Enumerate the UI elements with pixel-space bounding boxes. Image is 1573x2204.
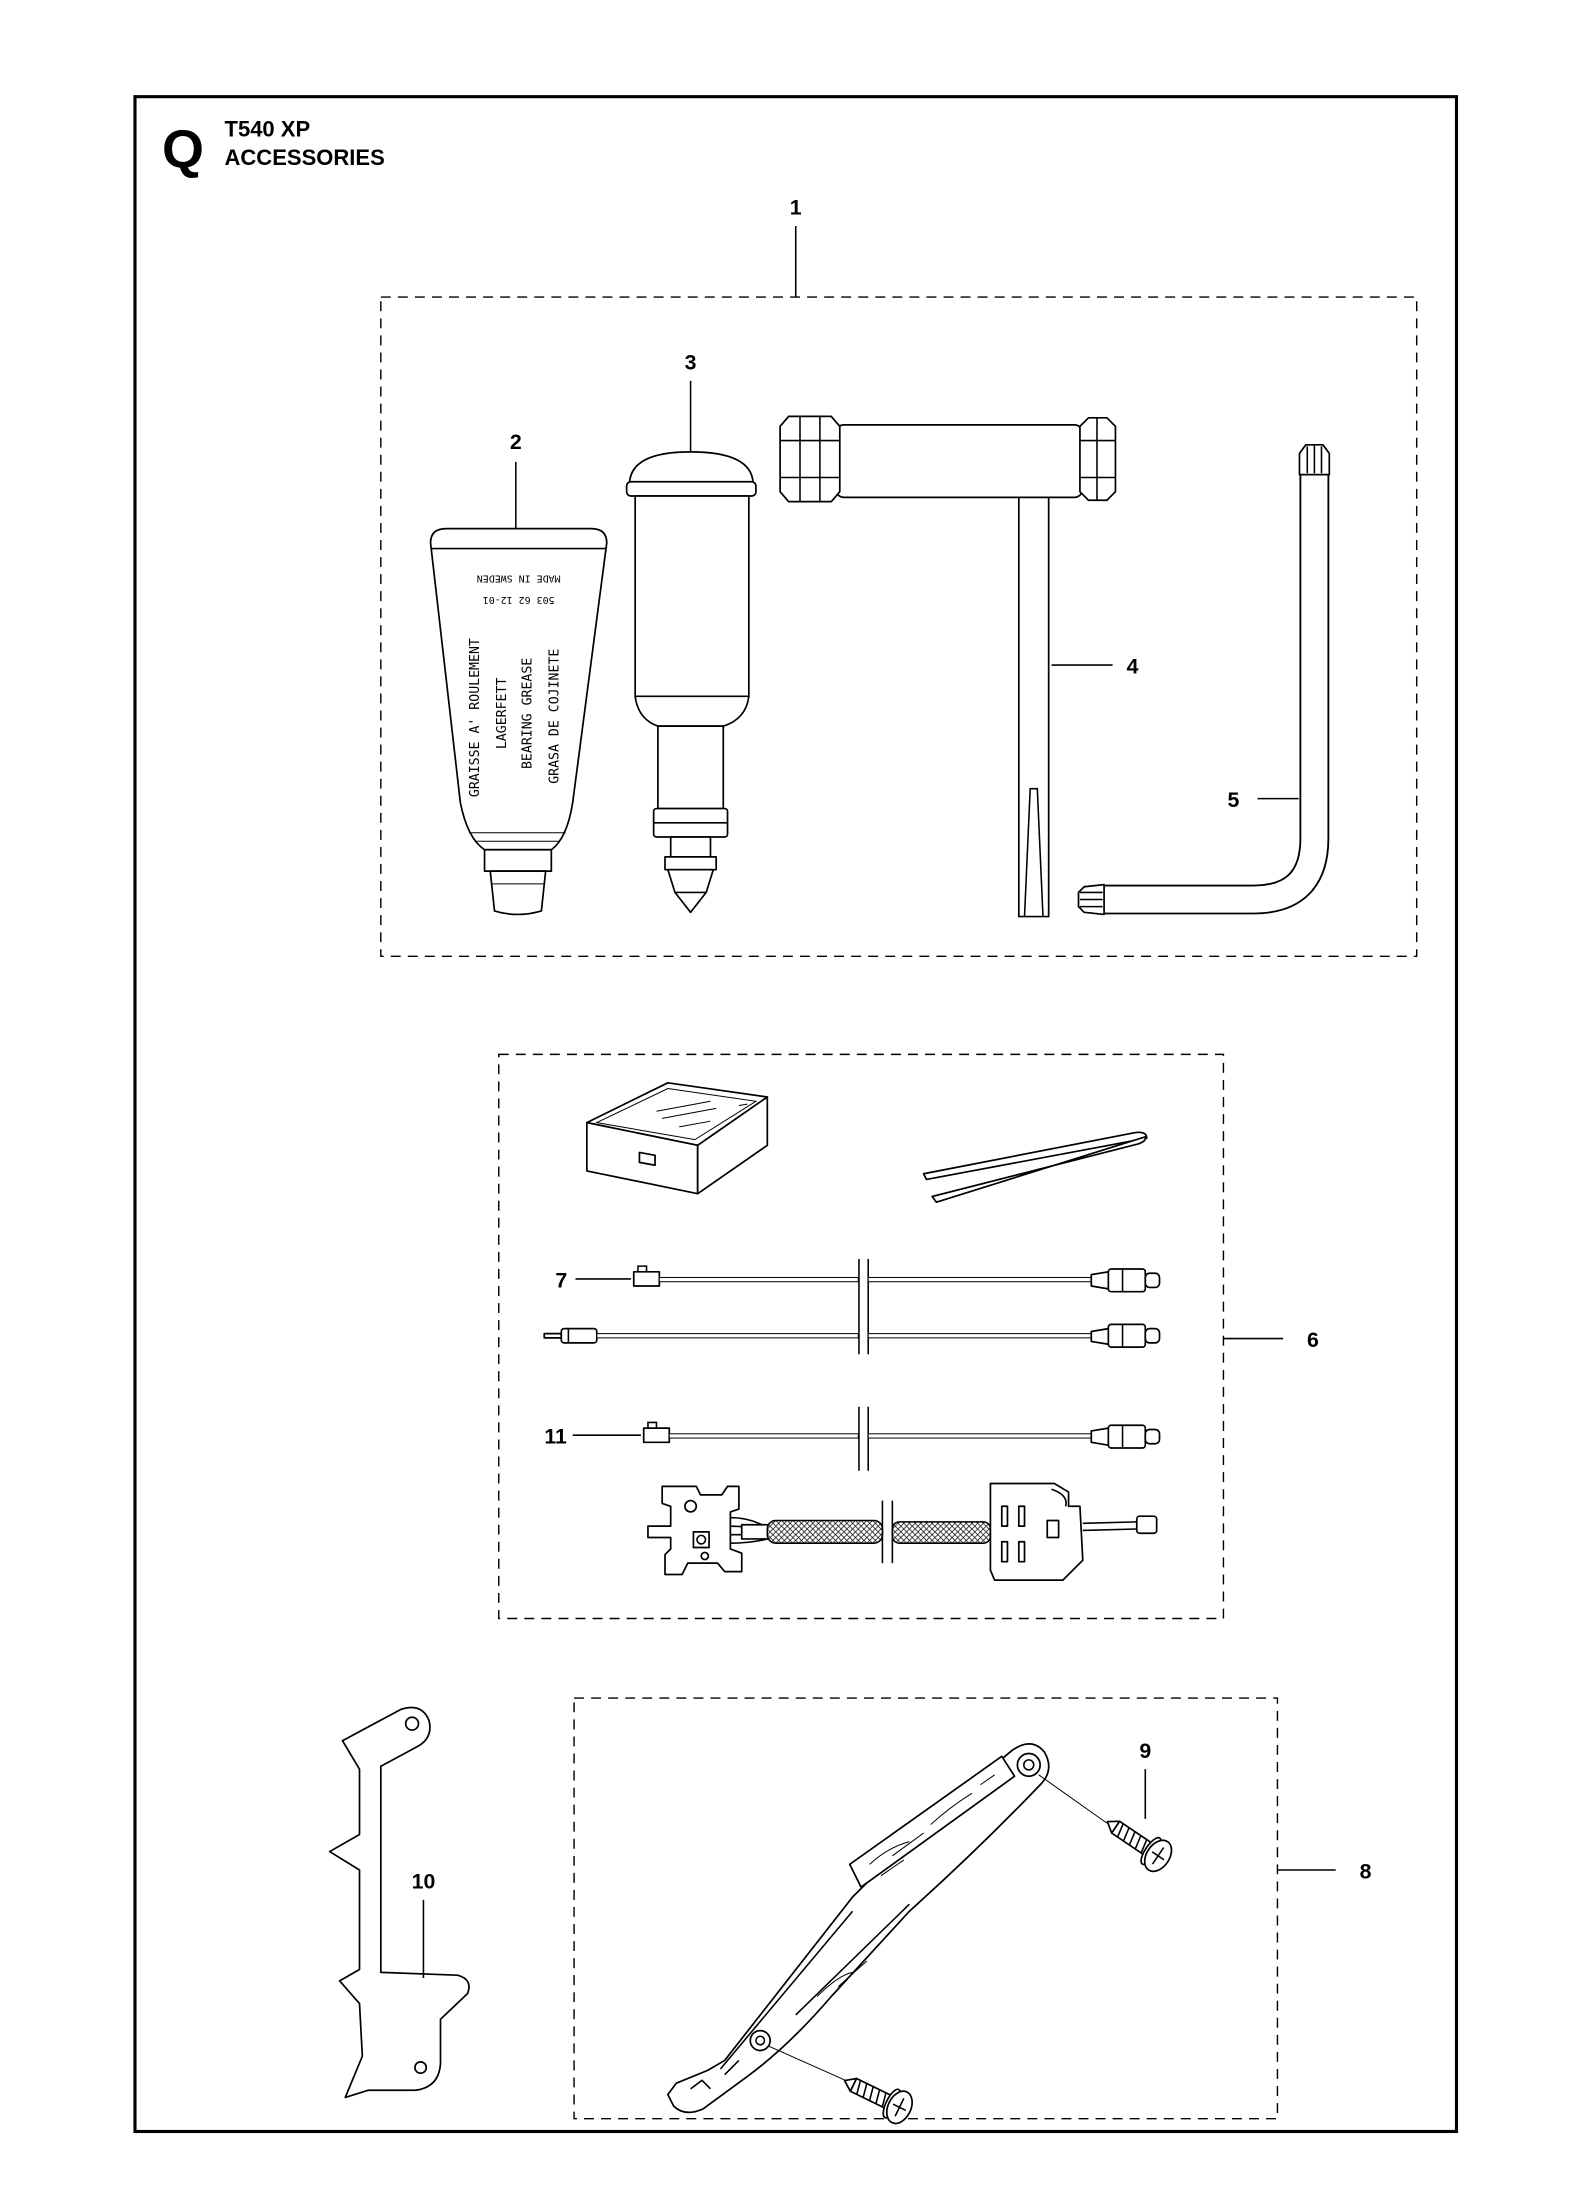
callout-8: 8 [1360,1860,1372,1884]
tube-body [429,527,608,851]
callout-4: 4 [1127,655,1139,679]
break-mark [858,1406,869,1471]
kit-1: 1 2 MADE IN SWEDEN 503 62 12-01 GRAISSE … [380,196,1418,958]
tube-part-number: 503 62 12-01 [483,594,555,605]
guard-hole-lower [749,2029,772,2052]
kit-6: 6 7 [498,1053,1319,1620]
cable-11: 11 [544,1421,1161,1449]
tube-origin-text: MADE IN SWEDEN [477,573,561,584]
grease-gun-barrel [634,495,750,698]
model-name: T540 XP [225,116,311,141]
screw [1106,1820,1173,1873]
wrench-handle [834,424,1084,499]
bumper-spike [328,1706,470,2099]
cable-7-rca-connector [1107,1268,1147,1293]
kit-1-boundary [380,296,1418,958]
tube-label-line: LAGERFETT [495,678,510,750]
kit-8-boundary [573,1697,1279,2120]
spike-mount-hole [404,1716,420,1731]
section-letter: Q [162,120,204,180]
harness-plug [1135,1515,1158,1535]
page-frame [133,95,1459,2134]
spike-mount-hole [414,2061,428,2075]
screw [843,2077,913,2125]
cable-11-rca-connector [1107,1424,1147,1449]
callout-9: 9 [1139,1739,1151,1763]
bar-guard [666,1743,1050,2114]
tube-label-line: GRASA DE COJINETE [547,649,562,784]
callout-11: 11 [544,1425,567,1449]
callout-2: 2 [510,430,522,454]
guard-flange [848,1755,1016,1888]
break-mark [858,1259,869,1355]
grease-gun [625,451,757,914]
diagnostic-module-case [586,1081,769,1195]
guard-hole-upper [1016,1752,1041,1778]
tweezers [922,1131,1148,1204]
bearing-grease-tube: MADE IN SWEDEN 503 62 12-01 GRAISSE A' R… [429,527,608,916]
torx-key [1077,443,1331,916]
sensor-harness [647,1482,1158,1582]
callout-7: 7 [555,1268,567,1292]
combination-wrench [779,415,1117,918]
callout-3: 3 [685,350,697,374]
harness-sleeve [891,1521,992,1544]
harness-bracket [647,1485,743,1576]
harness-sleeve [766,1519,884,1544]
callout-10: 10 [412,1870,436,1894]
jack-cable [543,1323,1161,1348]
wrench-shaft [1017,493,1050,918]
jack-cable-rca-connector [1107,1323,1147,1348]
cable-7-plug [632,1270,661,1287]
page-title: ACCESSORIES [225,145,385,170]
callout-6: 6 [1307,1328,1319,1352]
grease-gun-tip [666,868,715,914]
callout-5: 5 [1227,788,1239,812]
tube-label-line: BEARING GREASE [520,658,535,769]
kit-6-boundary [498,1053,1225,1620]
grease-gun-cap [628,451,754,485]
tube-label-line: GRAISSE A' ROULEMENT [468,638,483,797]
wrench-socket-large [779,415,841,503]
cable-11-plug [642,1427,671,1444]
kit-8: 8 9 [573,1697,1372,2125]
harness-module [989,1482,1084,1582]
jack-plug [560,1327,598,1344]
callout-1: 1 [790,196,802,220]
break-mark [881,1500,894,1564]
tube-collar [483,848,553,872]
cable-7: 7 [555,1265,1161,1293]
page-header: Q T540 XP ACCESSORIES [162,116,385,179]
tube-nozzle [489,870,547,916]
